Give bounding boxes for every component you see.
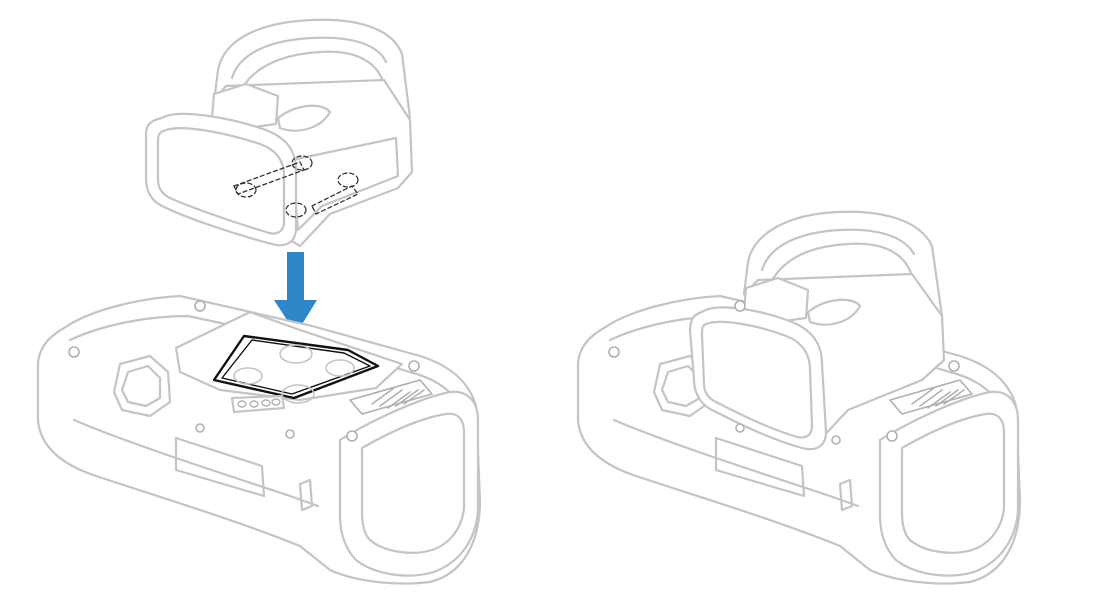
- mount-plate-outline: [212, 334, 380, 400]
- arrow-head: [274, 300, 317, 334]
- latch-pin-1: [291, 155, 313, 171]
- device-side-slot: [298, 478, 314, 512]
- device-with-handle-installed: [576, 210, 1022, 585]
- installed-front-plate: [688, 306, 828, 451]
- handle-front-plate-inner: [156, 127, 286, 235]
- device-screws: [68, 300, 420, 442]
- device-lower-ridge: [72, 418, 320, 508]
- assembled-screws: [608, 300, 960, 445]
- device-label-recess: [174, 436, 266, 498]
- assembled-lower-ridge: [612, 418, 860, 508]
- handle-strap-inner: [230, 36, 388, 80]
- detached-handle-module: [144, 18, 414, 248]
- assembled-label-recess: [714, 436, 806, 498]
- mount-plate-inner: [221, 339, 371, 395]
- latch-pin-2: [235, 182, 257, 198]
- latch-outlines: [233, 155, 359, 218]
- latch-pin-4: [285, 202, 307, 218]
- latch-pin-3: [337, 172, 359, 188]
- arrow-shaft: [287, 252, 304, 302]
- arrow-down-icon: [274, 252, 317, 334]
- latch-bar-right: [311, 185, 359, 215]
- assembled-side-slot: [838, 478, 854, 512]
- installed-front-plate-inner: [700, 320, 814, 439]
- installed-handle-strap-inner: [760, 228, 916, 272]
- assembled-grip-ribs: [889, 379, 973, 415]
- handle-inner-loop: [276, 104, 332, 132]
- assembled-window: [900, 412, 1006, 554]
- installed-handle-loop: [806, 298, 862, 326]
- device-grip-ribs: [349, 379, 433, 415]
- assembled-side-latch-inner: [660, 364, 702, 408]
- device-without-handle: [36, 294, 482, 585]
- device-contacts: [237, 398, 281, 408]
- device-window: [360, 412, 466, 554]
- device-side-latch-inner: [120, 364, 162, 408]
- mount-plate-circles: [233, 344, 355, 404]
- handle-front-plate: [144, 112, 298, 247]
